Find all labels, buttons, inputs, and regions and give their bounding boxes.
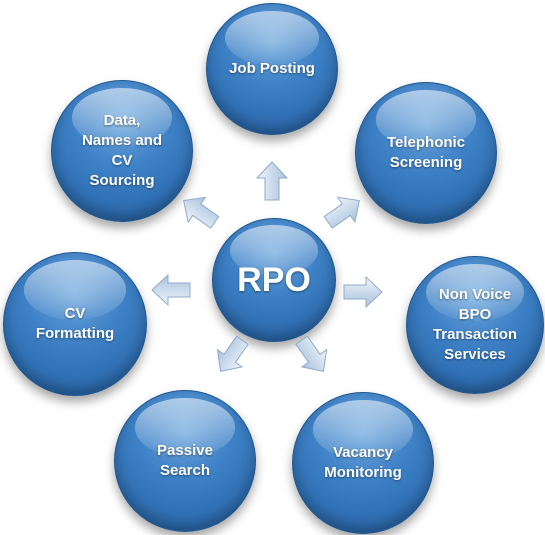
center-label: RPO	[237, 261, 311, 299]
node-telephonic-screening: Telephonic Screening	[355, 82, 497, 224]
node-label: Non Voice BPO Transaction Services	[432, 286, 518, 363]
node-label: CV Formatting	[35, 305, 115, 342]
node-non-voice-bpo: Non Voice BPO Transaction Services	[406, 256, 544, 394]
node-label: Passive Search	[157, 442, 213, 479]
node-label: Data, Names and CV Sourcing	[81, 112, 163, 189]
node-passive-search: Passive Search	[114, 390, 256, 532]
node-label: Vacancy Monitoring	[324, 444, 402, 481]
node-label: Job Posting	[229, 60, 315, 77]
flow-arrow	[343, 275, 383, 309]
flow-arrow	[183, 196, 220, 229]
node-data-sourcing: Data, Names and CV Sourcing	[51, 80, 193, 222]
node-cv-formatting: CV Formatting	[3, 252, 147, 396]
node-rpo-center: RPO	[212, 218, 336, 342]
node-label: Telephonic Screening	[386, 134, 466, 171]
node-job-posting: Job Posting	[206, 3, 338, 135]
flow-arrow	[295, 335, 328, 372]
flow-arrow	[255, 161, 289, 201]
node-vacancy-monitoring: Vacancy Monitoring	[292, 392, 434, 534]
flow-arrow	[151, 273, 191, 307]
flow-arrow	[216, 335, 249, 372]
flow-arrow	[323, 196, 360, 229]
